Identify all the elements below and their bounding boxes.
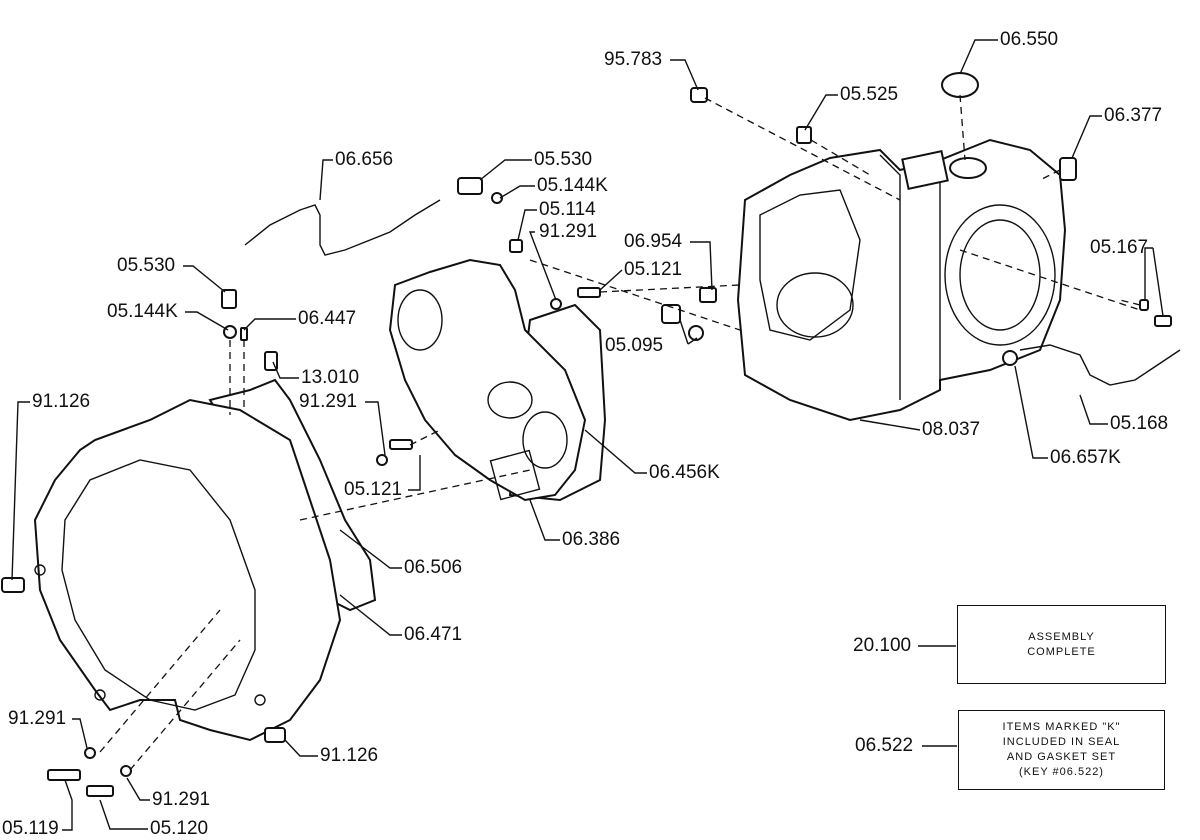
label-06-550: 06.550 bbox=[1000, 29, 1059, 50]
label-91-126-top: 91.126 bbox=[32, 391, 91, 412]
label-06-386: 06.386 bbox=[562, 529, 621, 550]
label-06-447: 06.447 bbox=[298, 308, 357, 329]
label-05-144k-top: 05.144K bbox=[537, 175, 608, 196]
label-05-119: 05.119 bbox=[2, 818, 59, 839]
assembly-complete-box: ASSEMBLY COMPLETE bbox=[957, 605, 1166, 684]
label-05-095: 05.095 bbox=[605, 335, 664, 356]
label-05-530-top: 05.530 bbox=[534, 149, 593, 170]
label-91-291-top: 91.291 bbox=[539, 221, 598, 242]
label-91-291-mid: 91.291 bbox=[299, 391, 358, 412]
label-06-456k: 06.456K bbox=[649, 462, 720, 483]
label-05-121-mid: 05.121 bbox=[344, 479, 403, 500]
label-91-126-bottom: 91.126 bbox=[320, 745, 379, 766]
gasket-set-note-text: ITEMS MARKED "K" INCLUDED IN SEAL AND GA… bbox=[1002, 721, 1121, 778]
label-06-506: 06.506 bbox=[404, 557, 463, 578]
alignment-lines bbox=[99, 94, 1141, 771]
label-05-144k-left: 05.144K bbox=[107, 301, 178, 322]
label-05-530-left: 05.530 bbox=[117, 255, 176, 276]
label-13-010: 13.010 bbox=[301, 367, 360, 388]
label-06-377: 06.377 bbox=[1104, 105, 1163, 126]
assembly-complete-text: ASSEMBLY COMPLETE bbox=[1027, 630, 1096, 658]
label-91-291-bottom-left: 91.291 bbox=[8, 708, 67, 729]
label-05-114: 05.114 bbox=[539, 199, 596, 220]
label-08-037: 08.037 bbox=[922, 419, 981, 440]
label-20-100: 20.100 bbox=[853, 635, 912, 656]
bell-housing-part bbox=[33, 378, 377, 742]
gasket-set-note-box: ITEMS MARKED "K" INCLUDED IN SEAL AND GA… bbox=[958, 710, 1165, 790]
label-06-471: 06.471 bbox=[404, 624, 463, 645]
label-05-120: 05.120 bbox=[150, 818, 209, 839]
label-06-657k: 06.657K bbox=[1050, 447, 1121, 468]
label-06-522: 06.522 bbox=[855, 735, 914, 756]
leader-lines bbox=[11, 39, 1164, 831]
label-91-291-bottom: 91.291 bbox=[152, 789, 211, 810]
label-05-168: 05.168 bbox=[1110, 413, 1169, 434]
transmission-case-part bbox=[736, 138, 1067, 422]
label-06-954: 06.954 bbox=[624, 231, 683, 252]
label-06-656: 06.656 bbox=[335, 149, 394, 170]
label-05-167: 05.167 bbox=[1090, 237, 1149, 258]
fittings-group bbox=[1, 72, 1172, 797]
label-05-525: 05.525 bbox=[840, 84, 899, 105]
oil-tube-part bbox=[244, 199, 441, 256]
breather-tube-part bbox=[1019, 344, 1181, 386]
label-95-783: 95.783 bbox=[604, 49, 663, 70]
label-05-121-top: 05.121 bbox=[624, 259, 683, 280]
adapter-plate-part bbox=[388, 258, 607, 502]
